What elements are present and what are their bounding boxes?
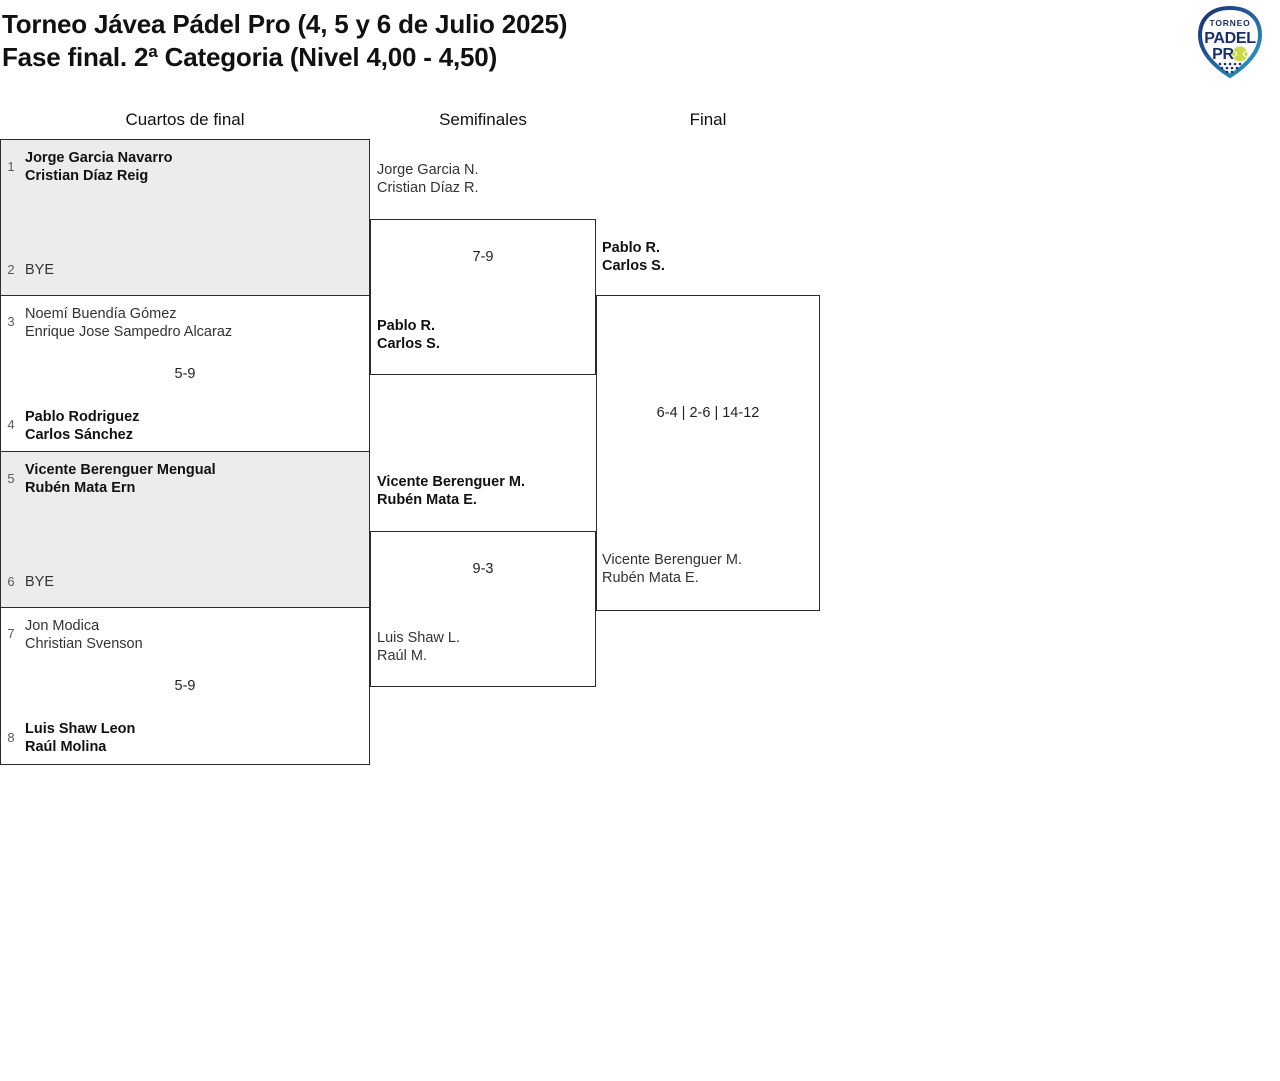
- qf-seed-1: 1: [7, 159, 15, 174]
- round-header-final: Final: [689, 110, 727, 129]
- final-match[interactable]: [596, 295, 820, 611]
- qf-team-8[interactable]: Luis Shaw Leon Raúl Molina: [25, 720, 135, 756]
- sf-team-3[interactable]: Vicente Berenguer M. Rubén Mata E.: [377, 473, 525, 509]
- qf-team-8-player-1: Luis Shaw Leon: [25, 721, 136, 737]
- tournament-logo: TORNEO PADEL PR: [1192, 4, 1268, 80]
- qf-team-7[interactable]: Jon Modica Christian Svenson: [25, 617, 143, 653]
- qf-seed-5: 5: [7, 471, 15, 486]
- title-line-2: Fase final. 2ª Categoria (Nivel 4,00 - 4…: [2, 42, 498, 72]
- qf-match-4-score: 5-9: [174, 678, 196, 694]
- final-team-1[interactable]: Pablo R. Carlos S.: [602, 239, 665, 275]
- final-team-2-player-2: Rubén Mata E.: [602, 570, 699, 586]
- sf-match-2[interactable]: [370, 531, 596, 687]
- qf-team-3[interactable]: Noemí Buendía Gómez Enrique Jose Sampedr…: [25, 305, 232, 341]
- title-line-1: Torneo Jávea Pádel Pro (4, 5 y 6 de Juli…: [2, 9, 568, 39]
- qf-team-1[interactable]: Jorge Garcia Navarro Cristian Díaz Reig: [25, 149, 173, 185]
- final-team-2[interactable]: Vicente Berenguer M. Rubén Mata E.: [602, 551, 742, 587]
- qf-team-4-player-2: Carlos Sánchez: [25, 427, 133, 443]
- qf-seed-3: 3: [7, 314, 15, 329]
- final-team-1-player-2: Carlos S.: [602, 258, 665, 274]
- sf-team-3-player-1: Vicente Berenguer M.: [377, 474, 526, 490]
- qf-match-3[interactable]: [0, 451, 370, 608]
- sf-team-2-player-1: Pablo R.: [377, 318, 436, 334]
- qf-team-3-player-2: Enrique Jose Sampedro Alcaraz: [25, 324, 233, 340]
- svg-text:PADEL: PADEL: [1204, 30, 1256, 47]
- final-match-score: 6-4 | 2-6 | 14-12: [656, 405, 760, 421]
- sf-team-1[interactable]: Jorge Garcia N. Cristian Díaz R.: [377, 161, 479, 197]
- qf-team-5-player-1: Vicente Berenguer Mengual: [25, 462, 216, 478]
- final-team-1-player-1: Pablo R.: [602, 240, 661, 256]
- qf-team-5-player-2: Rubén Mata Ern: [25, 480, 136, 496]
- qf-team-2[interactable]: BYE: [25, 261, 54, 279]
- sf-team-1-player-1: Jorge Garcia N.: [377, 162, 479, 178]
- sf-team-3-player-2: Rubén Mata E.: [377, 492, 477, 508]
- qf-seed-4: 4: [7, 417, 15, 432]
- qf-seed-8: 8: [7, 730, 15, 745]
- sf-team-4-player-2: Raúl M.: [377, 648, 427, 664]
- qf-team-6[interactable]: BYE: [25, 573, 54, 591]
- qf-team-7-player-2: Christian Svenson: [25, 636, 143, 652]
- qf-match-2-score: 5-9: [174, 366, 196, 382]
- final-team-2-player-1: Vicente Berenguer M.: [602, 552, 742, 568]
- sf-match-1[interactable]: [370, 219, 596, 375]
- qf-seed-6: 6: [7, 574, 15, 589]
- sf-team-4[interactable]: Luis Shaw L. Raúl M.: [377, 629, 460, 665]
- sf-team-2[interactable]: Pablo R. Carlos S.: [377, 317, 440, 353]
- qf-team-4-player-1: Pablo Rodriguez: [25, 409, 140, 425]
- svg-text:TORNEO: TORNEO: [1209, 18, 1250, 28]
- svg-text:PR: PR: [1212, 46, 1234, 63]
- page-header: Torneo Jávea Pádel Pro (4, 5 y 6 de Juli…: [0, 0, 1280, 92]
- round-header-semifinals: Semifinales: [439, 110, 527, 129]
- qf-match-1[interactable]: [0, 139, 370, 296]
- page-title: Torneo Jávea Pádel Pro (4, 5 y 6 de Juli…: [2, 8, 567, 74]
- qf-team-7-player-1: Jon Modica: [25, 618, 100, 634]
- sf-team-4-player-1: Luis Shaw L.: [377, 630, 461, 646]
- qf-team-5[interactable]: Vicente Berenguer Mengual Rubén Mata Ern: [25, 461, 216, 497]
- qf-team-1-player-1: Jorge Garcia Navarro: [25, 150, 173, 166]
- sf-team-2-player-2: Carlos S.: [377, 336, 440, 352]
- sf-match-2-score: 9-3: [472, 561, 494, 577]
- qf-team-4[interactable]: Pablo Rodriguez Carlos Sánchez: [25, 408, 139, 444]
- sf-match-1-score: 7-9: [472, 249, 494, 265]
- qf-team-1-player-2: Cristian Díaz Reig: [25, 168, 149, 184]
- round-header-quarterfinals: Cuartos de final: [125, 110, 245, 129]
- sf-team-1-player-2: Cristian Díaz R.: [377, 180, 479, 196]
- qf-seed-2: 2: [7, 262, 15, 277]
- qf-team-2-player-1: BYE: [25, 262, 55, 278]
- qf-team-3-player-1: Noemí Buendía Gómez: [25, 306, 177, 322]
- qf-match-4[interactable]: [0, 607, 370, 765]
- qf-team-6-player-1: BYE: [25, 574, 55, 590]
- qf-team-8-player-2: Raúl Molina: [25, 739, 107, 755]
- qf-seed-7: 7: [7, 626, 15, 641]
